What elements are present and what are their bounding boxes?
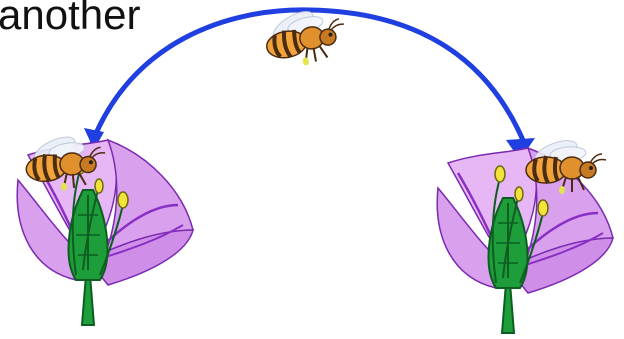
diagram-canvas <box>0 0 624 339</box>
pollination-diagram: another <box>0 0 624 339</box>
